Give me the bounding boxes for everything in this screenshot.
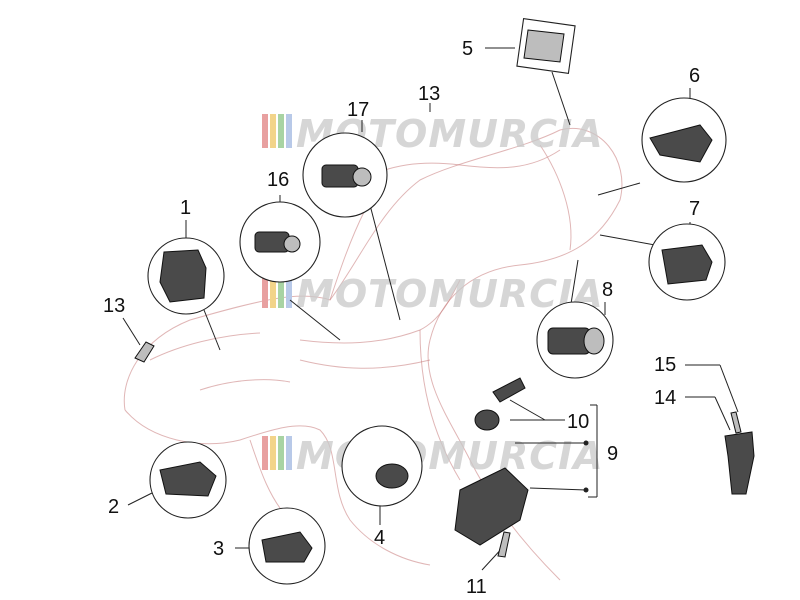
callout-part-8[interactable] bbox=[536, 301, 614, 379]
label-11: 11 bbox=[466, 576, 487, 598]
screw-part-11[interactable] bbox=[497, 531, 511, 558]
label-4: 4 bbox=[374, 527, 385, 549]
label-3: 3 bbox=[213, 538, 224, 560]
label-7: 7 bbox=[689, 198, 700, 220]
callout-part-3[interactable] bbox=[248, 507, 326, 585]
label-15: 15 bbox=[654, 354, 676, 376]
label-2: 2 bbox=[108, 496, 119, 518]
ignition-key-part-10[interactable] bbox=[474, 377, 526, 431]
callout-part-1[interactable] bbox=[147, 237, 225, 315]
callout-part-5[interactable] bbox=[516, 17, 576, 75]
part-number-labels: 1 2 3 4 5 6 7 8 9 10 11 13 13 14 15 16 1… bbox=[103, 38, 700, 598]
label-13-left: 13 bbox=[103, 295, 125, 317]
label-10: 10 bbox=[567, 411, 589, 433]
watermark-logo-bottom: MOTOMURCIA bbox=[262, 434, 603, 478]
label-9: 9 bbox=[607, 443, 618, 465]
label-16: 16 bbox=[267, 169, 289, 191]
label-5: 5 bbox=[462, 38, 473, 60]
label-13-top: 13 bbox=[418, 83, 440, 105]
label-6: 6 bbox=[689, 65, 700, 87]
bulb-part-13[interactable] bbox=[134, 341, 155, 363]
ignition-lock-part-9[interactable] bbox=[454, 467, 529, 546]
label-17: 17 bbox=[347, 99, 369, 121]
callout-part-2[interactable] bbox=[149, 441, 227, 519]
callout-part-7[interactable] bbox=[648, 223, 726, 301]
leader-lines bbox=[122, 47, 739, 571]
group-9-dots bbox=[583, 440, 589, 493]
callout-part-6[interactable] bbox=[641, 97, 727, 183]
callout-part-4[interactable] bbox=[341, 425, 423, 507]
callout-part-17[interactable] bbox=[302, 132, 388, 218]
label-8: 8 bbox=[602, 279, 613, 301]
callout-part-16[interactable] bbox=[239, 201, 321, 283]
watermark-text: MOTOMURCIA bbox=[296, 272, 604, 316]
switch-part-14-15[interactable] bbox=[724, 411, 755, 495]
watermark-logo-middle: MOTOMURCIA bbox=[262, 272, 604, 316]
label-14: 14 bbox=[654, 387, 676, 409]
label-1: 1 bbox=[180, 197, 191, 219]
